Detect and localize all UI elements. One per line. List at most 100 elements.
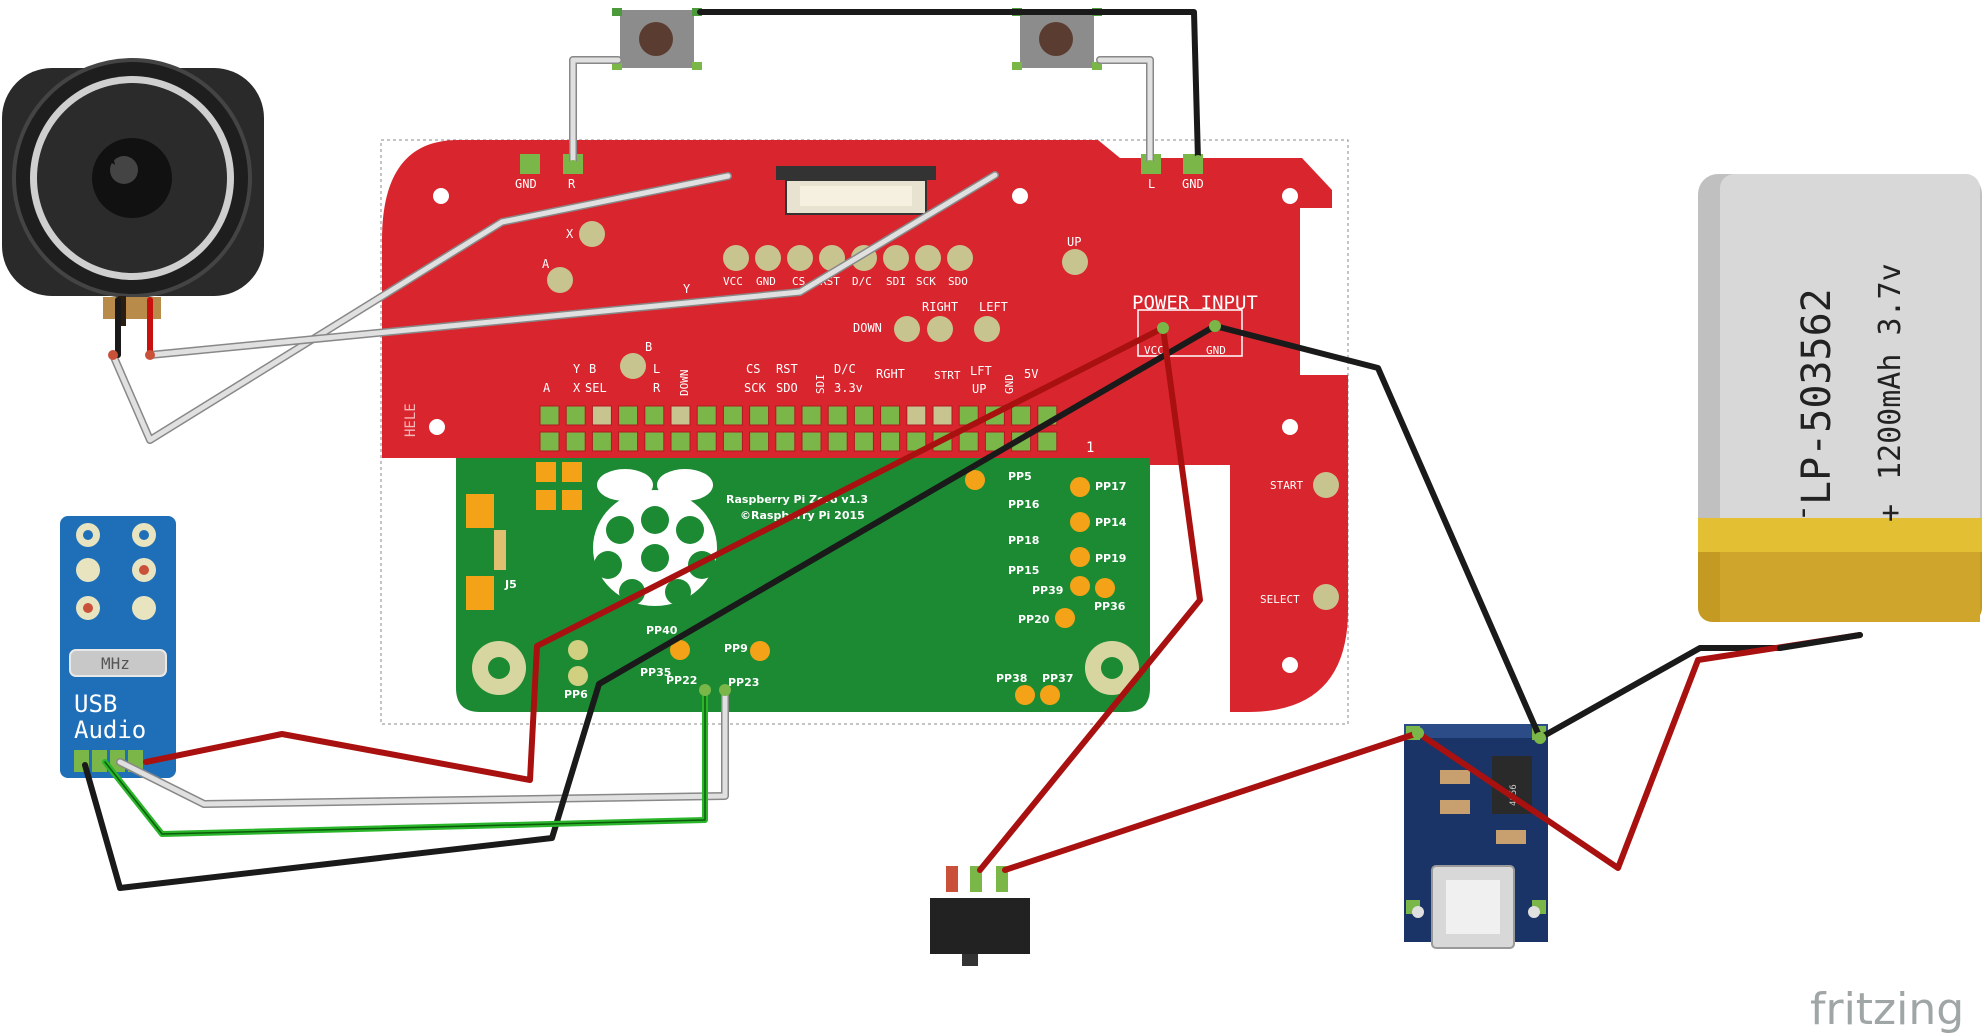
wire-gnd-top: [697, 9, 1201, 163]
header-pin: [618, 405, 639, 426]
hdr-5v: 5V: [1024, 367, 1038, 381]
header-pin: [958, 431, 979, 452]
selection-box: [380, 139, 1349, 725]
hdr-dc: D/C: [834, 362, 856, 376]
pad-label-gnd-left: GND: [515, 177, 537, 191]
hdr-b: B: [589, 362, 596, 376]
raspberry-logo: [593, 469, 717, 606]
gpio-header: [539, 405, 1058, 452]
hat-side-mark: HELE: [403, 403, 419, 437]
header-pin: [827, 405, 848, 426]
button-pad-down[interactable]: [894, 316, 920, 342]
button-label-x: X: [566, 227, 574, 241]
header-pin: [853, 431, 874, 452]
header-pin: [591, 431, 612, 452]
header-pin: [932, 405, 953, 426]
header-pin: [644, 431, 665, 452]
button-pad-a[interactable]: [547, 267, 573, 293]
hdr-sel: SEL: [585, 381, 607, 395]
hdr-gnd: GND: [1003, 374, 1016, 394]
button-label-down: DOWN: [853, 321, 882, 335]
lcd-pin-vcc: VCC: [723, 275, 743, 288]
header-pin: [775, 405, 796, 426]
header-pin: [618, 431, 639, 452]
slide-switch[interactable]: [930, 866, 1030, 966]
wire-battery-neg: [1537, 645, 1783, 741]
tactile-button-right[interactable]: [1012, 8, 1102, 70]
button-pad-left[interactable]: [974, 316, 1000, 342]
pi-pad-pp6: PP6: [564, 688, 588, 701]
wires: [82, 9, 1863, 891]
header-pin: [722, 405, 743, 426]
header-pin: [565, 431, 586, 452]
button-label-y: Y: [683, 282, 691, 296]
header-pin: [906, 405, 927, 426]
hdr-sdi: SDI: [814, 374, 827, 394]
header-pin: [1011, 405, 1032, 426]
hdr-down: DOWN: [678, 370, 691, 397]
button-pad-x[interactable]: [579, 221, 605, 247]
header-pin: [670, 431, 691, 452]
gamehat-board[interactable]: HELE GND R L GND VCC GND CS RST D/C SDI …: [382, 140, 1348, 712]
pi-pad-pp17: PP17: [1095, 480, 1126, 493]
pi-pad-pp18: PP18: [1008, 534, 1039, 547]
button-label-b: B: [645, 340, 652, 354]
button-label-left: LEFT: [979, 300, 1008, 314]
button-pad-up[interactable]: [1062, 249, 1088, 275]
header-pin: [880, 431, 901, 452]
pi-pad-pp19: PP19: [1095, 552, 1126, 565]
pi-pad-pp35: PP35: [640, 666, 671, 679]
lcd-pin-row: [723, 245, 973, 271]
hdr-rst: RST: [776, 362, 798, 376]
button-pad-select[interactable]: [1313, 584, 1339, 610]
wire-battery-pos: [1002, 632, 1863, 873]
hdr-sdo: SDO: [776, 381, 798, 395]
pi-pad-pp20: PP20: [1018, 613, 1050, 626]
usb-audio-adapter[interactable]: MHz USB Audio: [60, 516, 176, 778]
header-pin: [539, 405, 560, 426]
button-label-up: UP: [1067, 235, 1081, 249]
button-label-select: SELECT: [1260, 593, 1300, 606]
pi-copyright: ©Raspberry Pi 2015: [740, 509, 865, 522]
hdr-l: L: [653, 362, 660, 376]
header-pin: [749, 405, 770, 426]
pi-pad-pp36: PP36: [1094, 600, 1126, 613]
header-pin: [853, 405, 874, 426]
lcd-pin-sck: SCK: [916, 275, 936, 288]
header-pin: [827, 431, 848, 452]
hdr-x: X: [573, 381, 581, 395]
tactile-button-left[interactable]: [612, 8, 702, 70]
button-pad-b[interactable]: [620, 353, 646, 379]
lipo-battery[interactable]: LP-503562 1200mAh 3.7v + -: [1698, 174, 1982, 622]
raspberry-pi-zero[interactable]: Raspberry Pi Zero v1.3 ©Raspberry Pi 201…: [456, 440, 1150, 712]
hdr-pin-1: 1: [1086, 440, 1094, 456]
lcd-pin-sdi: SDI: [886, 275, 906, 288]
pi-pad-pp40: PP40: [646, 624, 678, 637]
battery-spec: 1200mAh 3.7v: [1873, 263, 1908, 480]
pi-pad-pp37: PP37: [1042, 672, 1073, 685]
header-pin: [801, 405, 822, 426]
lcd-pin-sdo: SDO: [948, 275, 968, 288]
lipo-charger-board[interactable]: 4056: [1404, 724, 1548, 949]
button-pad-start[interactable]: [1313, 472, 1339, 498]
pi-pad-pp23: PP23: [728, 676, 759, 689]
lcd-pin-dc: D/C: [852, 275, 872, 288]
header-pin: [644, 405, 665, 426]
pi-pad-pp38: PP38: [996, 672, 1027, 685]
wire-gnd-main: [82, 323, 1543, 891]
button-pad-right[interactable]: [927, 316, 953, 342]
header-pin: [801, 431, 822, 452]
header-pin: [722, 431, 743, 452]
power-pin-gnd: GND: [1206, 344, 1226, 357]
speaker[interactable]: [2, 58, 264, 326]
battery-model: LP-503562: [1794, 288, 1840, 505]
hdr-a: A: [543, 381, 551, 395]
usb-audio-line1: USB: [74, 690, 117, 718]
fritzing-wordmark: fritzing: [1810, 984, 1964, 1035]
usb-audio-line2: Audio: [74, 716, 146, 744]
hdr-3v3: 3.3v: [834, 381, 863, 395]
wire-vcc-main: [143, 325, 1203, 873]
hdr-y: Y: [573, 362, 581, 376]
